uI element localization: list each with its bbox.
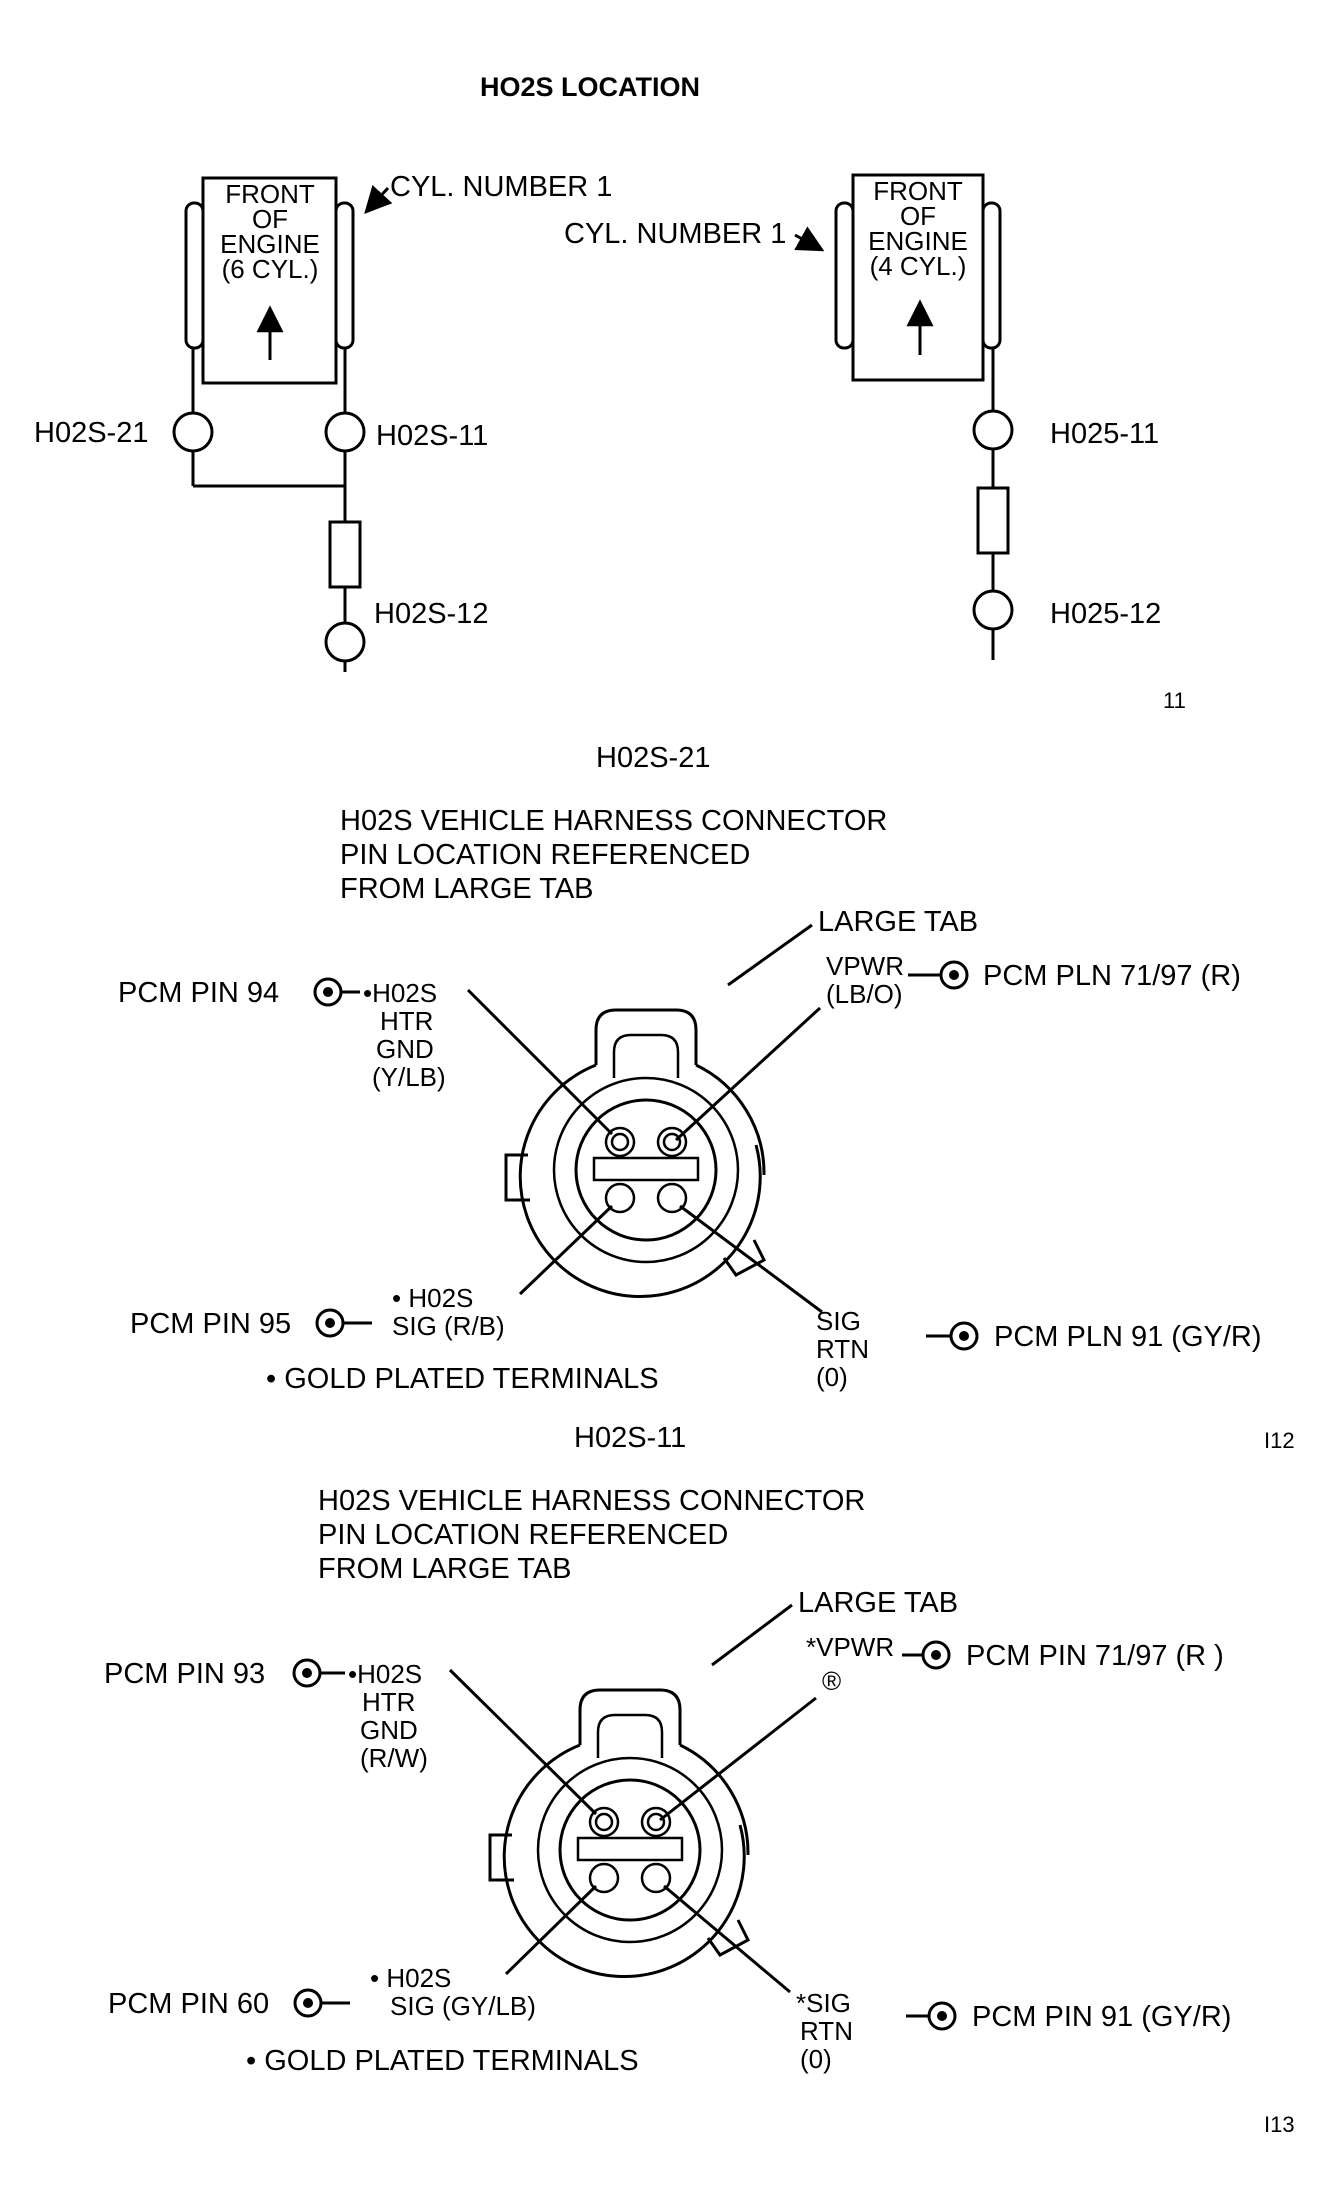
connector-1-sig-label-2: SIG (R/B) (392, 1311, 505, 1341)
v6-catalyst-icon (328, 520, 362, 589)
v6-engine-label-2: OF (252, 204, 288, 234)
connector-2-vpwr-label-1: *VPWR (806, 1632, 894, 1662)
connector-1-htr-label-4: (Y/LB) (372, 1062, 446, 1092)
i4-engine-label-1: FRONT (873, 176, 963, 206)
sensor-h02s-12-icon (324, 621, 366, 663)
connector-2-htr-label-1: •H02S (348, 1659, 422, 1689)
connector-1-vpwr-label-2: (LB/O) (826, 979, 903, 1009)
figure-number-i12: I12 (1264, 1428, 1295, 1453)
i4-sensor-12-label: H025-12 (1050, 598, 1161, 630)
v6-engine-label-3: ENGINE (220, 229, 320, 259)
connector-1-pin-vpwr-icon (939, 960, 969, 990)
connector-2-pcm-pin-htr: PCM PIN 93 (104, 1658, 265, 1690)
connector-2-heading: H02S-11 (574, 1422, 686, 1454)
connector-2-sig-label-1: • H02S (370, 1963, 451, 1993)
connector-1-rtn-label-2: RTN (816, 1334, 869, 1364)
location-title: HO2S LOCATION (480, 72, 700, 102)
connector-1-pcm-pin-vpwr: PCM PLN 71/97 (R) (983, 960, 1241, 992)
connector-1-htr-label-3: GND (376, 1034, 434, 1064)
connector-2-rtn-label-3: (0) (800, 2044, 832, 2074)
connector-2-large-tab-label: LARGE TAB (798, 1587, 958, 1619)
connector-1-heading: H02S-21 (596, 742, 710, 774)
connector-1-htr-label-2: HTR (380, 1006, 433, 1036)
svg-text:ENGINE: ENGINE (220, 229, 320, 259)
connector-1-pcm-pin-rtn: PCM PLN 91 (GY/R) (994, 1321, 1262, 1353)
connector-2-pcm-pin-vpwr: PCM PIN 71/97 (R ) (966, 1640, 1224, 1672)
i4-sensor-11-label: H025-11 (1050, 418, 1159, 450)
v6-sensor-11-label: H02S-11 (376, 420, 488, 452)
connector-1-desc-2: PIN LOCATION REFERENCED (340, 839, 750, 871)
v6-engine-label-4: (6 CYL.) (222, 254, 319, 284)
connector-2-body (488, 1688, 750, 1979)
connector-1-vpwr-label-1: VPWR (826, 951, 904, 981)
figure-number-11: 11 (1163, 688, 1186, 713)
svg-text:FRONT: FRONT (225, 179, 315, 209)
connector-1-rtn-label-1: SIG (816, 1306, 861, 1336)
connector-2-pcm-pin-sig: PCM PIN 60 (108, 1988, 269, 2020)
connector-2-desc-1: H02S VEHICLE HARNESS CONNECTOR (318, 1485, 865, 1517)
connector-1-desc-3: FROM LARGE TAB (340, 873, 594, 905)
svg-text:FRONT: FRONT (873, 176, 963, 206)
connector-1-rtn-label-3: (0) (816, 1362, 848, 1392)
sensor-h02s-11-icon (324, 411, 366, 453)
svg-text:OF: OF (900, 201, 936, 231)
connector-2-pin-vpwr-icon (921, 1640, 951, 1670)
i4-cyl-label: CYL. NUMBER 1 (564, 218, 786, 250)
i4-catalyst-icon (976, 486, 1010, 555)
connector-1-pin-rtn-icon (949, 1321, 979, 1351)
v6-sensor-21-label: H02S-21 (34, 417, 148, 449)
connector-2-htr-label-3: GND (360, 1715, 418, 1745)
sensor-h025-11-icon (972, 409, 1014, 451)
connector-1-pcm-pin-htr: PCM PIN 94 (118, 977, 279, 1009)
connector-2-desc-2: PIN LOCATION REFERENCED (318, 1519, 728, 1551)
connector-h02s-21: H02S-21 H02S VEHICLE HARNESS CONNECTOR P… (118, 742, 1295, 1453)
connector-1-body (504, 1008, 766, 1299)
connector-1-htr-label-1: •H02S (363, 978, 437, 1008)
connector-2-desc-3: FROM LARGE TAB (318, 1553, 572, 1585)
connector-1-note: • GOLD PLATED TERMINALS (266, 1363, 659, 1395)
connector-2-htr-label-4: (R/W) (360, 1743, 428, 1773)
svg-text:OF: OF (252, 204, 288, 234)
i4-engine-diagram: FRONT OF ENGINE (4 CYL.) CYL. NUMBER 1 H… (564, 173, 1161, 660)
connector-1-sig-label-1: • H02S (392, 1283, 473, 1313)
connector-1-large-tab-label: LARGE TAB (818, 906, 978, 938)
connector-2-rtn-label-2: RTN (800, 2016, 853, 2046)
sensor-h02s-21-icon (172, 411, 214, 453)
svg-text:(4 CYL.): (4 CYL.) (870, 251, 967, 281)
connector-h02s-11: H02S-11 H02S VEHICLE HARNESS CONNECTOR P… (104, 1422, 1295, 2137)
i4-engine-label-2: OF (900, 201, 936, 231)
connector-1-desc-1: H02S VEHICLE HARNESS CONNECTOR (340, 805, 887, 837)
sensor-h025-12-icon (972, 589, 1014, 631)
connector-2-rtn-label-1: *SIG (796, 1988, 851, 2018)
v6-sensor-12-label: H02S-12 (374, 598, 488, 630)
svg-text:(6 CYL.): (6 CYL.) (222, 254, 319, 284)
connector-1-pcm-pin-sig: PCM PIN 95 (130, 1308, 291, 1340)
v6-cyl-label: CYL. NUMBER 1 (390, 171, 612, 203)
v6-engine-diagram: FRONT OF ENGINE (6 CYL.) CYL. NUMBER 1 H… (34, 171, 612, 672)
connector-2-pcm-pin-rtn: PCM PIN 91 (GY/R) (972, 2001, 1231, 2033)
figure-number-i13: I13 (1264, 2112, 1295, 2137)
connector-2-vpwr-label-2: ® (822, 1666, 841, 1696)
connector-2-note: • GOLD PLATED TERMINALS (246, 2045, 639, 2077)
svg-text:ENGINE: ENGINE (868, 226, 968, 256)
connector-2-pin-rtn-icon (927, 2001, 957, 2031)
i4-engine-label-3: ENGINE (868, 226, 968, 256)
i4-engine-label-4: (4 CYL.) (870, 251, 967, 281)
v6-engine-label-1: FRONT (225, 179, 315, 209)
connector-2-htr-label-2: HTR (362, 1687, 415, 1717)
connector-2-sig-label-2: SIG (GY/LB) (390, 1991, 536, 2021)
